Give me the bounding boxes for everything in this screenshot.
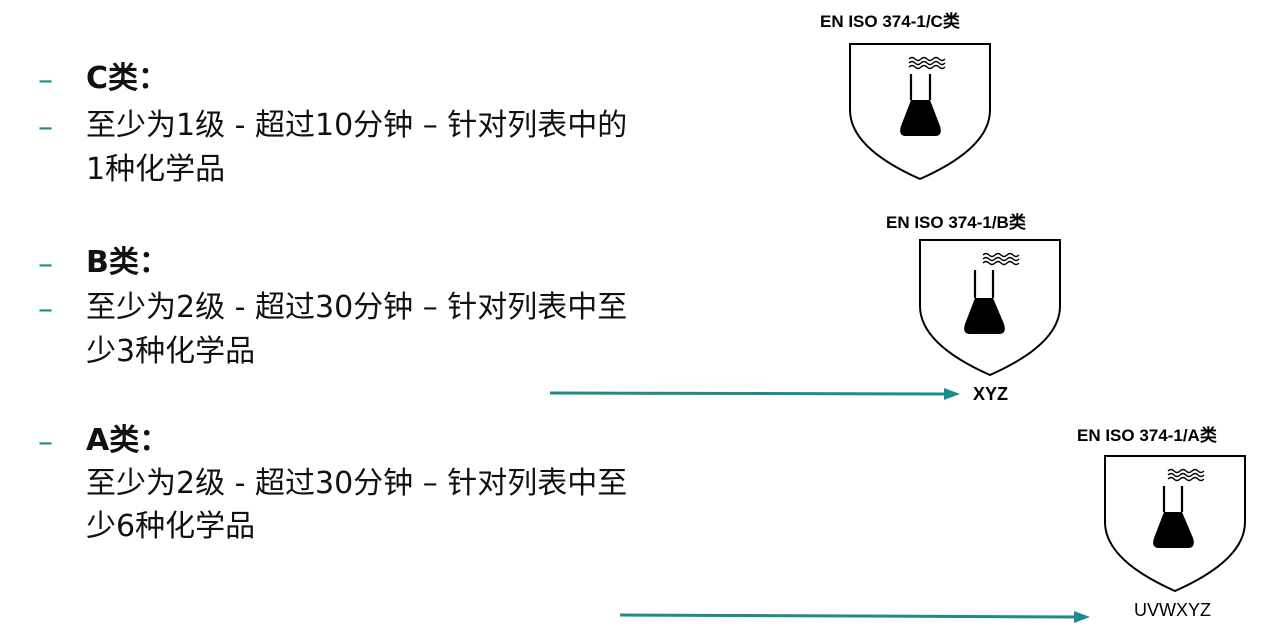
bullet-dash: – [38, 247, 53, 282]
level-a-description-line2: 少6种化学品 [86, 509, 256, 544]
chemical-code-b: XYZ [973, 384, 1009, 404]
level-c-description-line2: 1种化学品 [86, 152, 226, 187]
chemical-code-a: UVWXYZ [1134, 600, 1212, 620]
chemical-resistance-shield-icon [919, 239, 1061, 377]
level-b-description-line2: 少3种化学品 [86, 334, 256, 369]
bullet-dash: – [38, 110, 53, 145]
chemical-resistance-shield-icon [849, 43, 991, 181]
chemical-resistance-shield-icon [1104, 455, 1246, 593]
arrow-right-icon [619, 611, 1090, 623]
bullet-dash: – [38, 425, 53, 460]
bullet-dash: – [38, 63, 53, 98]
level-a-heading: A类： [86, 423, 170, 458]
standard-label-a: EN ISO 374-1/A类 [1077, 426, 1217, 445]
level-b-description-line1: 至少为2级 - 超过30分钟 – 针对列表中至 [86, 290, 628, 325]
standard-label-b: EN ISO 374-1/B类 [886, 213, 1026, 232]
bullet-dash: – [38, 292, 53, 327]
arrow-right-icon [549, 388, 960, 400]
level-c-description-line1: 至少为1级 - 超过10分钟 – 针对列表中的 [86, 108, 628, 143]
level-a-description-line1: 至少为2级 - 超过30分钟 – 针对列表中至 [86, 466, 628, 501]
standard-label-c: EN ISO 374-1/C类 [820, 12, 960, 31]
level-c-heading: C类： [86, 61, 169, 96]
level-b-heading: B类： [86, 245, 169, 280]
